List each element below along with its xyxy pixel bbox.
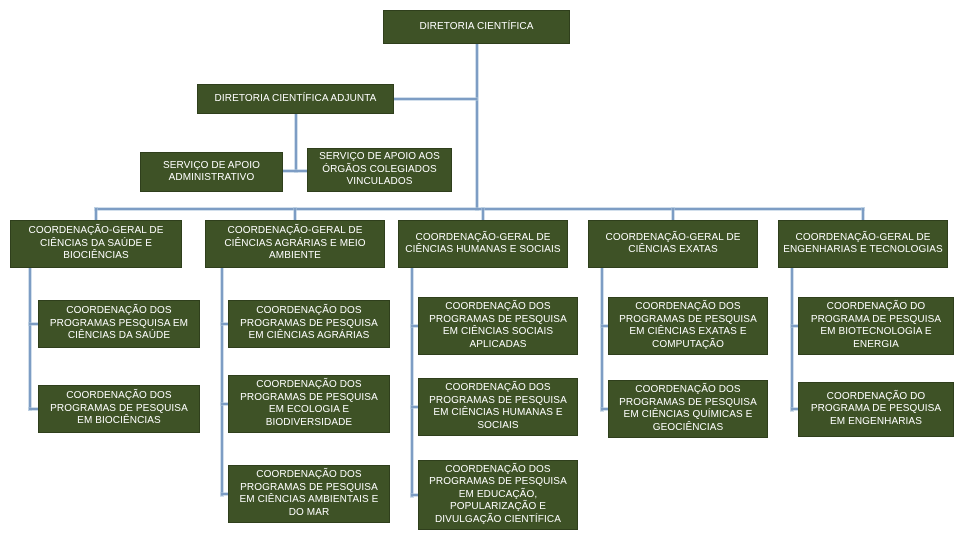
connector-line (601, 268, 603, 411)
connector-line (672, 208, 674, 220)
connector-line (411, 494, 418, 496)
node-cp-ciencias-sociais-aplicadas: COORDENAÇÃO DOS PROGRAMAS DE PESQUISA EM… (418, 297, 578, 355)
connector-line (476, 44, 478, 210)
node-cg-ciencias-humanas-e-sociais: COORDENAÇÃO-GERAL DE CIÊNCIAS HUMANAS E … (398, 220, 568, 268)
connector-line (221, 403, 228, 405)
connector-line (29, 268, 31, 410)
connector-line (791, 408, 798, 410)
node-cg-ciencias-agrarias-e-meio-ambiente: COORDENAÇÃO-GERAL DE CIÊNCIAS AGRÁRIAS E… (205, 220, 385, 268)
connector-line (29, 408, 38, 410)
connector-line (95, 208, 97, 220)
node-cp-ciencias-ambientais-e-do-mar: COORDENAÇÃO DOS PROGRAMAS DE PESQUISA EM… (228, 465, 390, 523)
connector-line (295, 114, 297, 172)
connector-line (862, 208, 864, 220)
connector-line (411, 406, 418, 408)
node-cp-biociencias: COORDENAÇÃO DOS PROGRAMAS DE PESQUISA EM… (38, 385, 200, 433)
connector-line (283, 170, 307, 172)
node-servico-apoio-administrativo: SERVIÇO DE APOIO ADMINISTRATIVO (140, 152, 283, 192)
node-cp-ciencias-agrarias: COORDENAÇÃO DOS PROGRAMAS DE PESQUISA EM… (228, 300, 390, 348)
node-cp-ciencias-da-saude: COORDENAÇÃO DOS PROGRAMAS PESQUISA EM CI… (38, 300, 200, 348)
node-servico-apoio-orgaos-colegiados-vinculados: SERVIÇO DE APOIO AOS ÓRGÃOS COLEGIADOS V… (307, 148, 452, 192)
connector-line (791, 325, 798, 327)
node-diretoria-cientifica-adjunta: DIRETORIA CIENTÍFICA ADJUNTA (197, 84, 394, 114)
connector-line (411, 325, 418, 327)
connector-line (411, 268, 413, 497)
connector-line (601, 408, 608, 410)
node-cp-educacao-popularizacao-divulgacao: COORDENAÇÃO DOS PROGRAMAS DE PESQUISA EM… (418, 460, 578, 530)
node-cp-biotecnologia-e-energia: COORDENAÇÃO DO PROGRAMA DE PESQUISA EM B… (798, 297, 954, 355)
node-cp-ciencias-quimicas-e-geociencias: COORDENAÇÃO DOS PROGRAMAS DE PESQUISA EM… (608, 380, 768, 438)
connector-line (29, 323, 38, 325)
node-cp-ecologia-e-biodiversidade: COORDENAÇÃO DOS PROGRAMAS DE PESQUISA EM… (228, 375, 390, 433)
connector-line (791, 268, 793, 411)
connector-line (482, 208, 484, 220)
node-cp-ciencias-exatas-e-computacao: COORDENAÇÃO DOS PROGRAMAS DE PESQUISA EM… (608, 297, 768, 355)
node-cp-ciencias-humanas-e-sociais: COORDENAÇÃO DOS PROGRAMAS DE PESQUISA EM… (418, 378, 578, 436)
connector-line (221, 493, 228, 495)
connector-line (601, 325, 608, 327)
node-cg-ciencias-exatas: COORDENAÇÃO-GERAL DE CIÊNCIAS EXATAS (588, 220, 758, 268)
node-cp-engenharias: COORDENAÇÃO DO PROGRAMA DE PESQUISA EM E… (798, 382, 954, 437)
connector-line (95, 208, 864, 210)
connector-line (294, 208, 296, 220)
connector-line (221, 323, 228, 325)
connector-line (394, 98, 477, 100)
node-cg-engenharias-e-tecnologias: COORDENAÇÃO-GERAL DE ENGENHARIAS E TECNO… (778, 220, 948, 268)
node-diretoria-cientifica: DIRETORIA CIENTÍFICA (383, 10, 570, 44)
connector-line (221, 268, 223, 496)
node-cg-ciencias-saude-e-biociencias: COORDENAÇÃO-GERAL DE CIÊNCIAS DA SAÚDE E… (10, 220, 182, 268)
